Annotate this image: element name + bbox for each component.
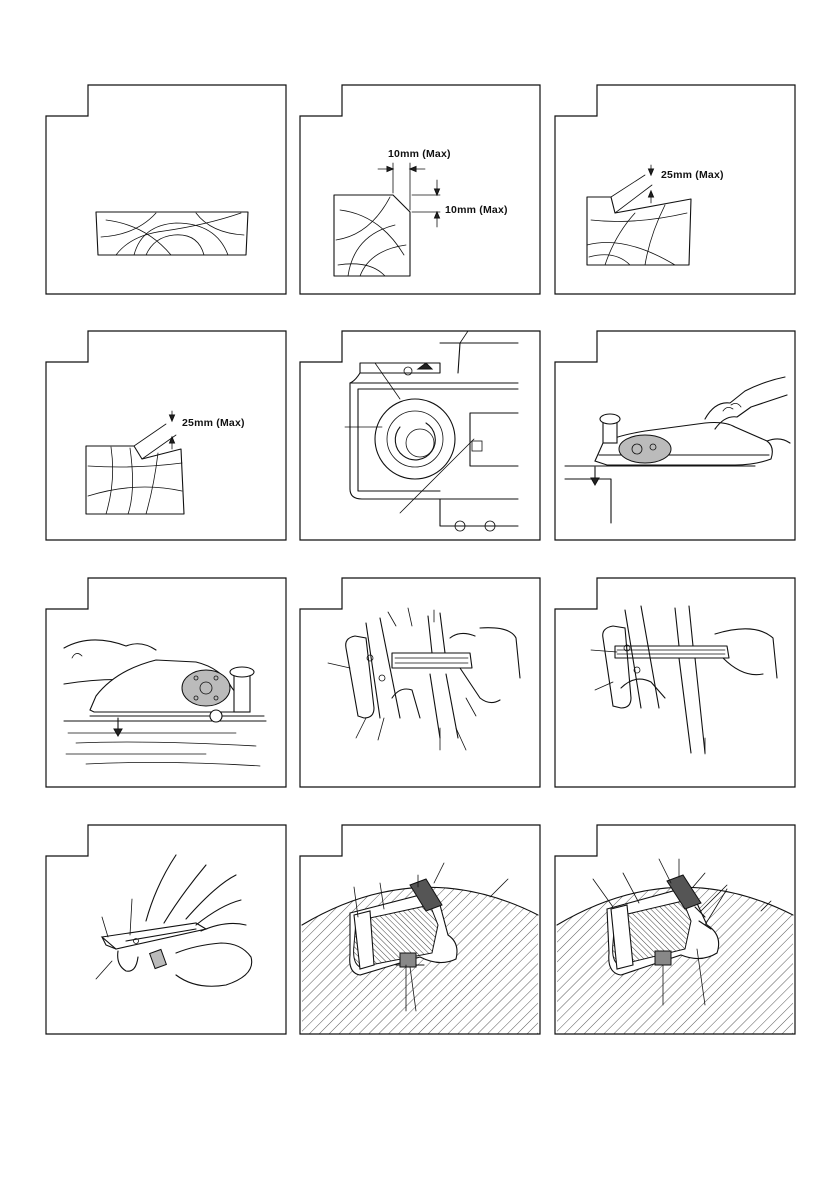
dimension-label-chamfer: 25mm (Max) <box>182 417 245 429</box>
figure-1-panel <box>46 85 286 294</box>
figure-6-drawing <box>555 331 795 540</box>
figure-7-drawing <box>46 578 286 787</box>
figure-5-panel <box>300 331 540 540</box>
figure-3-drawing <box>555 85 795 294</box>
figure-4-drawing <box>46 331 286 540</box>
figure-12-panel <box>555 825 795 1034</box>
figure-5-drawing <box>300 331 540 540</box>
figure-8-panel <box>300 578 540 787</box>
dimension-label-chamfer: 25mm (Max) <box>661 169 724 181</box>
figure-11-drawing <box>300 825 540 1034</box>
figure-4-panel: 25mm (Max) <box>46 331 286 540</box>
figure-11-panel <box>300 825 540 1034</box>
figure-12-drawing <box>555 825 795 1034</box>
figure-7-panel <box>46 578 286 787</box>
figure-10-panel <box>46 825 286 1034</box>
figure-3-panel: 25mm (Max) <box>555 85 795 294</box>
dimension-label-depth: 10mm (Max) <box>445 204 508 216</box>
figure-9-panel <box>555 578 795 787</box>
figure-1-drawing <box>46 85 286 294</box>
figure-8-drawing <box>300 578 540 787</box>
dimension-label-width: 10mm (Max) <box>388 148 451 160</box>
figure-10-drawing <box>46 825 286 1034</box>
figure-2-drawing <box>300 85 540 294</box>
figure-2-panel: 10mm (Max) 10mm (Max) <box>300 85 540 294</box>
figure-6-panel <box>555 331 795 540</box>
figure-9-drawing <box>555 578 795 787</box>
